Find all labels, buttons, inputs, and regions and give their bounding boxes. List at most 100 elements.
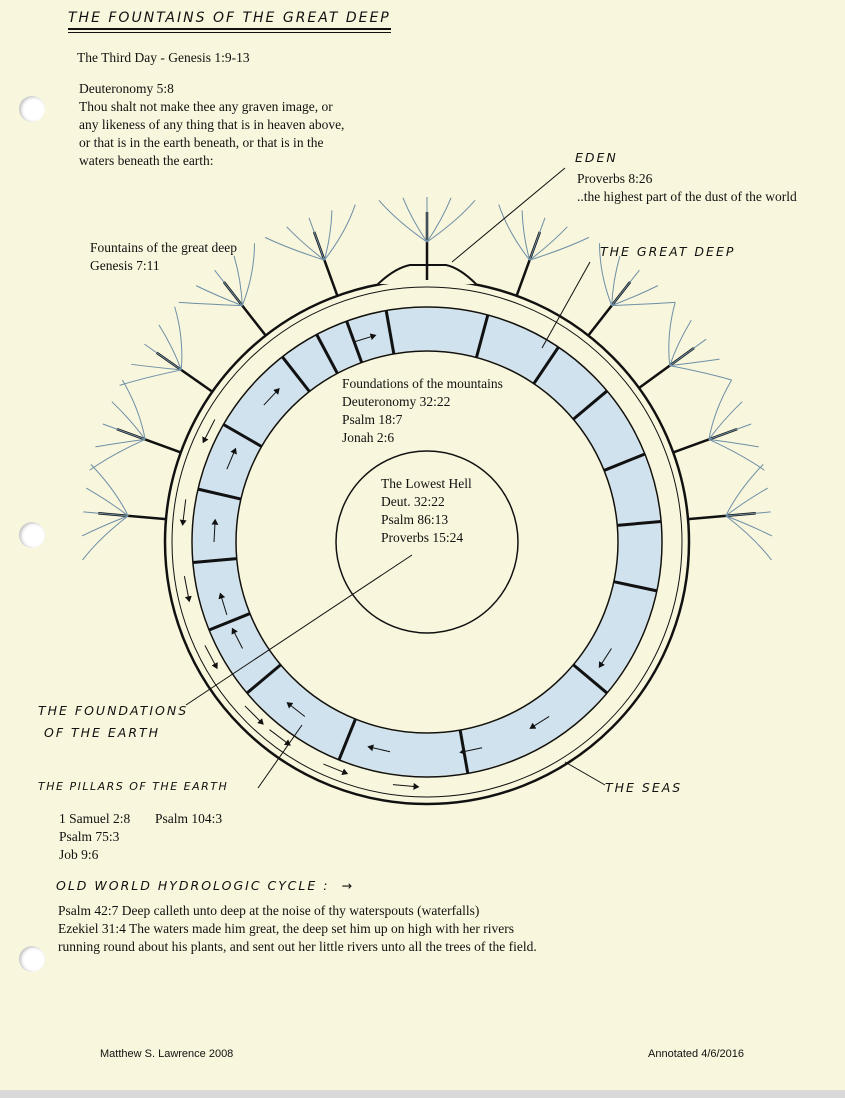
deuteronomy-ref: Deuteronomy 5:8	[79, 81, 174, 96]
foundations-leader	[185, 554, 413, 706]
deuteronomy-block: Deuteronomy 5:8 Thou shalt not make thee…	[79, 80, 344, 170]
pillar-line	[337, 718, 357, 761]
fountain-spray	[529, 226, 568, 261]
fountain-spray	[195, 285, 243, 307]
foundations-label-line: THE FOUNDATIONS	[38, 703, 189, 718]
fountain-spray	[529, 217, 546, 261]
fountain-spray	[669, 338, 707, 367]
pillar-line	[613, 580, 658, 593]
page-bottom-edge	[0, 1090, 845, 1098]
flow-arrow	[231, 627, 243, 649]
flow-arrow	[204, 645, 218, 670]
fountain-spray	[708, 423, 752, 440]
flow-arrow	[459, 747, 483, 755]
fountain-spray	[89, 438, 146, 471]
pillar-line	[603, 452, 646, 472]
fountain-spray	[669, 358, 720, 367]
mountains-block: Foundations of the mountains Deuteronomy…	[342, 375, 503, 447]
footer-annotated: Annotated 4/6/2016	[648, 1048, 745, 1060]
fountain-spray	[378, 200, 428, 243]
binder-hole-bottom	[19, 946, 45, 972]
fountain-spray	[102, 423, 146, 440]
fountain-spray	[85, 487, 129, 517]
lowest-hell-circle	[335, 450, 519, 634]
pillars-leader	[257, 724, 303, 789]
pillar-line	[197, 487, 242, 501]
binder-hole-middle	[19, 522, 45, 548]
pillar-line	[572, 389, 608, 421]
pillars-ref: Job 9:6	[59, 847, 99, 862]
fountain-spray	[402, 197, 428, 243]
fountain-spray	[599, 243, 613, 306]
fountain-spray	[83, 511, 129, 517]
fountains-title: Fountains of the great deep	[90, 240, 237, 255]
fountain-spray	[178, 301, 243, 307]
eden-leader	[451, 167, 566, 263]
fountain-spray	[286, 226, 325, 261]
fountain-spray	[669, 319, 692, 366]
page-title: THE FOUNTAINS OF THE GREAT DEEP	[68, 10, 391, 33]
lowest-hell-ref: Psalm 86:13	[381, 512, 449, 527]
flow-arrow	[211, 518, 219, 543]
fountain-spray	[498, 204, 531, 261]
fountain-spray	[308, 217, 325, 261]
flow-arrow	[179, 499, 187, 526]
cycle-heading-text: OLD WORLD HYDROLOGIC CYCLE :	[56, 878, 330, 893]
flow-arrow	[244, 705, 264, 725]
fountain-spray	[241, 243, 255, 306]
pillar-line	[474, 314, 490, 358]
pillar-line	[246, 663, 282, 695]
fountain-spray	[119, 369, 182, 386]
pillar-line	[222, 423, 263, 448]
fountain-spray	[426, 197, 452, 243]
deuteronomy-line: or that is in the earth beneath, or that…	[79, 135, 324, 150]
binder-hole-top	[19, 96, 45, 122]
fountain-spray	[725, 487, 769, 517]
foundations-label: THE FOUNDATIONS OF THE EARTH	[38, 700, 188, 744]
pillars-ref: 1 Samuel 2:8	[59, 811, 131, 826]
fountain-spray	[611, 269, 640, 306]
fountain-spray	[521, 210, 531, 261]
fountain-spray	[323, 204, 356, 261]
fountain-spray	[529, 236, 590, 261]
cycle-line: running round about his plants, and sent…	[58, 939, 537, 954]
fountain-spray	[426, 200, 476, 243]
great-deep-inner-edge	[235, 350, 619, 734]
deuteronomy-line: any likeness of any thing that is in hea…	[79, 117, 345, 132]
fountain-spray	[708, 401, 743, 440]
flow-arrow	[367, 744, 391, 753]
fountain-spray	[611, 285, 659, 307]
fountain-spray	[669, 365, 732, 381]
pillar-line	[384, 310, 396, 355]
fountain-spray	[121, 379, 146, 440]
lowest-hell-ref: Proverbs 15:24	[381, 530, 464, 545]
lowest-hell-title: The Lowest Hell	[381, 476, 472, 491]
earth-crust-inner	[171, 286, 683, 798]
fountain-spray	[111, 401, 146, 440]
eden-block: Proverbs 8:26 ..the highest part of the …	[577, 170, 797, 206]
cycle-heading: OLD WORLD HYDROLOGIC CYCLE : →	[56, 878, 354, 893]
footer-author: Matthew S. Lawrence 2008	[100, 1048, 234, 1060]
eden-text: ..the highest part of the dust of the wo…	[577, 189, 797, 204]
arrow-right-icon: →	[341, 878, 354, 893]
fountain-spray	[725, 515, 772, 561]
fountain-spray	[81, 515, 129, 537]
flow-arrow	[529, 716, 550, 729]
lowest-hell-ref: Deut. 32:22	[381, 494, 445, 509]
lowest-hell-block: The Lowest Hell Deut. 32:22 Psalm 86:13 …	[381, 475, 472, 547]
fountain-spray	[174, 306, 183, 370]
pillars-group	[192, 310, 662, 774]
mountains-ref: Jonah 2:6	[342, 430, 395, 445]
pillar-line	[617, 520, 662, 527]
fountain-spray	[90, 464, 129, 517]
flow-arrow	[269, 729, 291, 746]
eden-label: EDEN	[575, 150, 618, 165]
pillar-line	[192, 557, 237, 564]
mountains-ref: Psalm 18:7	[342, 412, 403, 427]
cycle-line: Ezekiel 31:4 The waters made him great, …	[58, 921, 514, 936]
great-deep-outer-edge	[191, 306, 663, 778]
subtitle: The Third Day - Genesis 1:9-13	[77, 50, 250, 65]
fountain-spray	[708, 379, 733, 440]
fountain-spray	[725, 515, 773, 537]
